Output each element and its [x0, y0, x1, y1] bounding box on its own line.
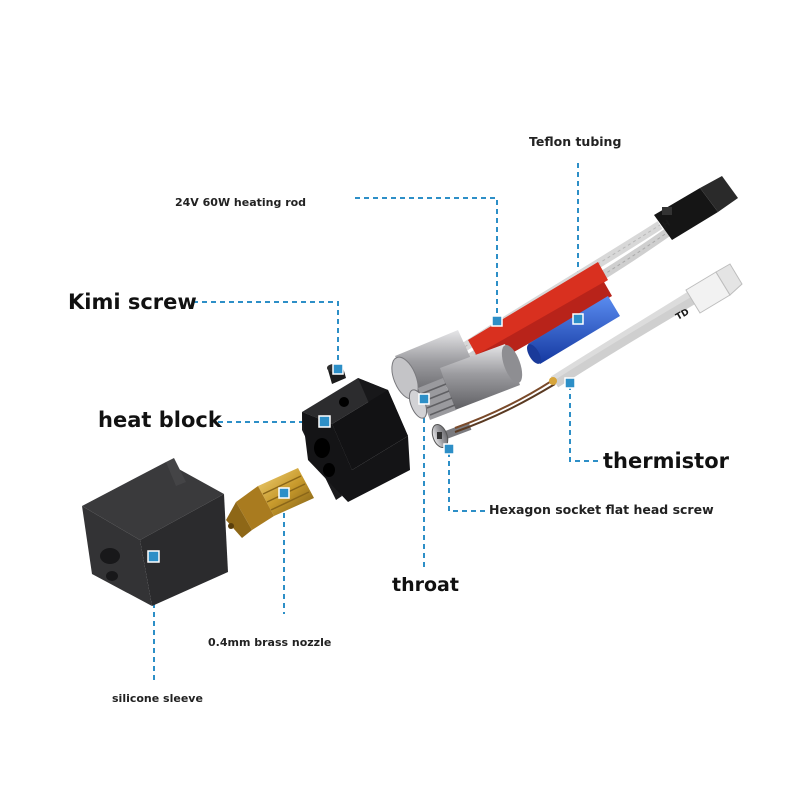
dot-nozzle [278, 487, 290, 499]
throat-part [408, 344, 523, 420]
dot-silicone [147, 550, 160, 563]
dot-heat-block [318, 415, 331, 428]
leader-kimi-screw [193, 301, 339, 372]
brass-nozzle-part [226, 468, 314, 538]
thermistor-assembly [454, 263, 743, 433]
leader-heating-rod [355, 197, 498, 322]
silicone-sleeve-part [82, 458, 228, 606]
leader-dots [147, 313, 584, 563]
teflon-tube [527, 296, 620, 364]
dot-hex-screw [443, 443, 455, 455]
dot-throat [418, 393, 430, 405]
dot-thermistor [564, 377, 576, 389]
label-brass-nozzle: 0.4mm brass nozzle [208, 636, 332, 649]
label-heating-rod: 24V 60W heating rod [175, 196, 307, 209]
dot-heating-rod [491, 315, 503, 327]
label-teflon-tubing: Teflon tubing [529, 134, 622, 149]
dot-kimi-screw [332, 363, 344, 375]
heater-cartridge-assembly [457, 176, 738, 368]
dot-teflon [572, 313, 584, 325]
label-throat: throat [392, 574, 459, 596]
heat-block-part [302, 378, 410, 502]
leader-hex-screw [448, 452, 487, 512]
label-silicone-sleeve: silicone sleeve [112, 692, 203, 705]
leader-thermistor [569, 385, 600, 462]
label-thermistor: thermistor [603, 449, 729, 473]
label-heat-block: heat block [98, 408, 222, 432]
label-hex-screw: Hexagon socket flat head screw [489, 502, 714, 517]
label-kimi-screw: Kimi screw [68, 290, 197, 314]
